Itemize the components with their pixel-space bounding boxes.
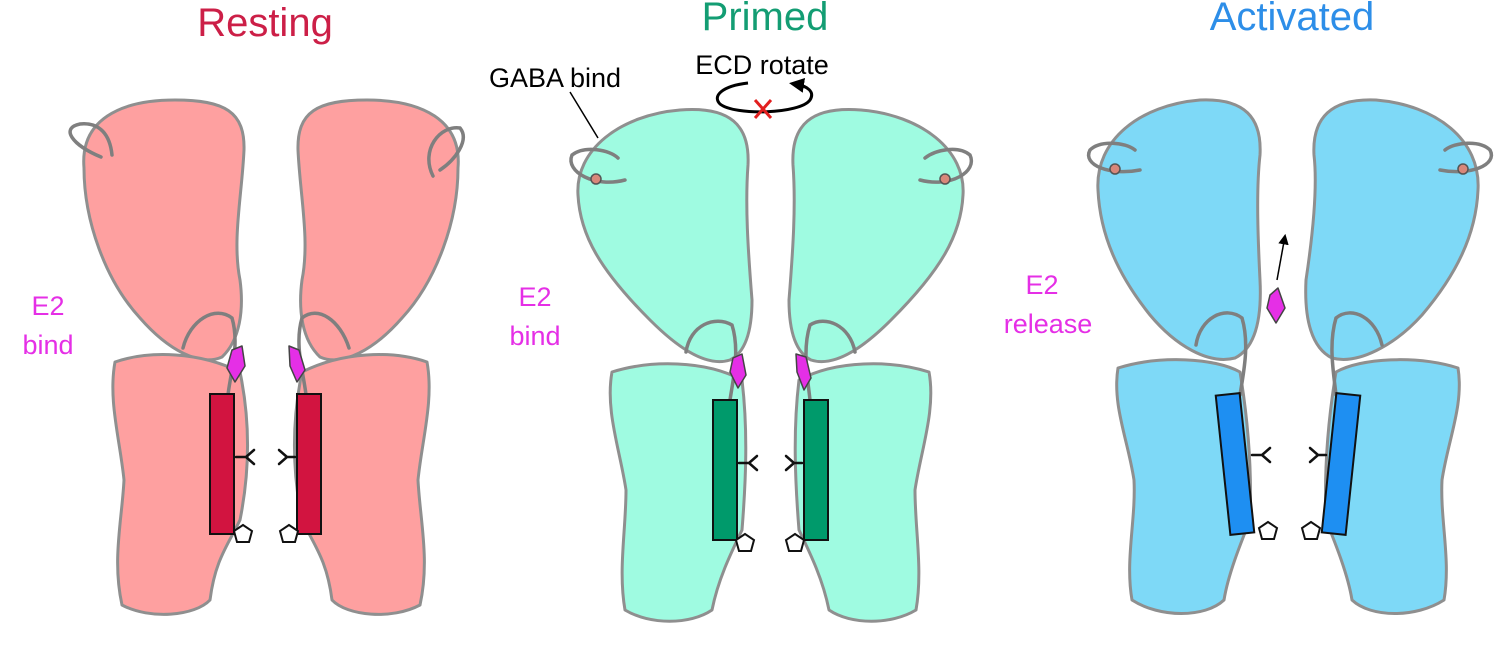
e2-ligand-right (288, 345, 306, 383)
gate-residue-right (1308, 446, 1328, 464)
gaba-loop-right (427, 126, 465, 178)
pore-residue-left (734, 532, 756, 552)
pore-residue-right (784, 532, 806, 552)
gate-residue-left (234, 448, 256, 466)
pore-residue-right (1300, 520, 1322, 540)
e2-ligand-left (226, 345, 246, 383)
gaba-site-right (939, 173, 951, 185)
m2-helix-left (1214, 392, 1256, 536)
ecd-lobe-right (296, 98, 460, 362)
ecd-lobe-left (1096, 98, 1262, 361)
gaba-site-left (1109, 163, 1121, 175)
gate-residue-left (1250, 446, 1272, 464)
panel-title-activated: Activated (1210, 0, 1375, 39)
ecd-lobe-right (1304, 98, 1480, 361)
gaba-loop-left (68, 122, 114, 159)
pore-residue-left (1257, 520, 1279, 540)
panel-resting: Resting E2 bind (22, 1, 465, 616)
gate-residue-right (277, 448, 297, 466)
pore-residue-right (278, 523, 300, 543)
gaba-site-right (1457, 163, 1469, 175)
pore-residue-left (232, 523, 254, 543)
e2-ligand-right (795, 353, 812, 391)
cross-icon (753, 99, 773, 119)
m2-helix-right (1320, 392, 1362, 536)
ecd-lobe-right (787, 107, 965, 363)
ecd-lobe-left (576, 107, 754, 363)
ligand-label-primed-line1: E2 (518, 282, 551, 312)
ligand-label-activated-line2: release (1004, 309, 1093, 339)
m2-helix-left (209, 393, 235, 535)
panel-title-resting: Resting (197, 1, 333, 45)
m2-helix-right (296, 393, 322, 535)
gaba-bind-pointer (569, 91, 599, 139)
tmd-lobe-right (1323, 358, 1461, 615)
e2-ligand-left (729, 353, 747, 389)
ligand-label-primed-line2: bind (509, 321, 560, 351)
linker-loop-right (1330, 311, 1384, 397)
gaba-loop-left (569, 147, 627, 184)
tmd-lobe-right (793, 362, 933, 623)
tmd-lobe-left (1115, 358, 1253, 615)
panel-primed: Primed E2 bind GABA bind ECD rotate (489, 0, 974, 623)
e2-ligand-released (1266, 287, 1286, 324)
receptor-primed (569, 107, 974, 623)
panel-activated: Activated E2 release (1004, 0, 1494, 615)
ligand-label-resting-line1: E2 (31, 291, 64, 321)
gaba-bind-annotation: GABA bind (489, 63, 621, 93)
linker-loop-right (297, 311, 351, 397)
linker-loop-left (1194, 311, 1248, 397)
panel-title-primed: Primed (702, 0, 829, 39)
gaba-site-left (590, 173, 602, 185)
m2-helix-right (803, 399, 829, 541)
ecd-rotate-annotation: ECD rotate (695, 50, 829, 80)
ligand-label-activated-line1: E2 (1025, 270, 1058, 300)
ligand-label-resting-line2: bind (22, 330, 73, 360)
receptor-activated (1086, 98, 1494, 615)
release-arrow-icon (1276, 233, 1289, 281)
gate-residue-left (737, 454, 759, 472)
gate-residue-right (784, 454, 804, 472)
m2-helix-left (712, 399, 738, 541)
ecd-lobe-left (82, 98, 246, 362)
receptor-resting (68, 98, 465, 616)
